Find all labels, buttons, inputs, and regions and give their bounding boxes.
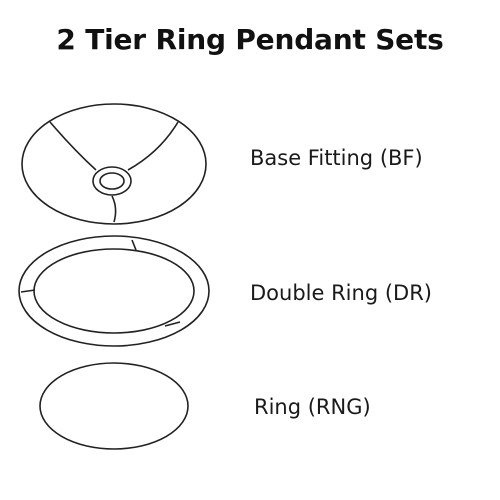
base-fitting-label: Base Fitting (BF) (250, 146, 423, 170)
base-fitting-icon (21, 103, 207, 225)
double-ring-label: Double Ring (DR) (250, 281, 432, 305)
ring-label: Ring (RNG) (254, 395, 371, 419)
double-ring-icon (18, 235, 210, 347)
ring-icon (39, 362, 189, 450)
page-title: 2 Tier Ring Pendant Sets (56, 23, 444, 56)
